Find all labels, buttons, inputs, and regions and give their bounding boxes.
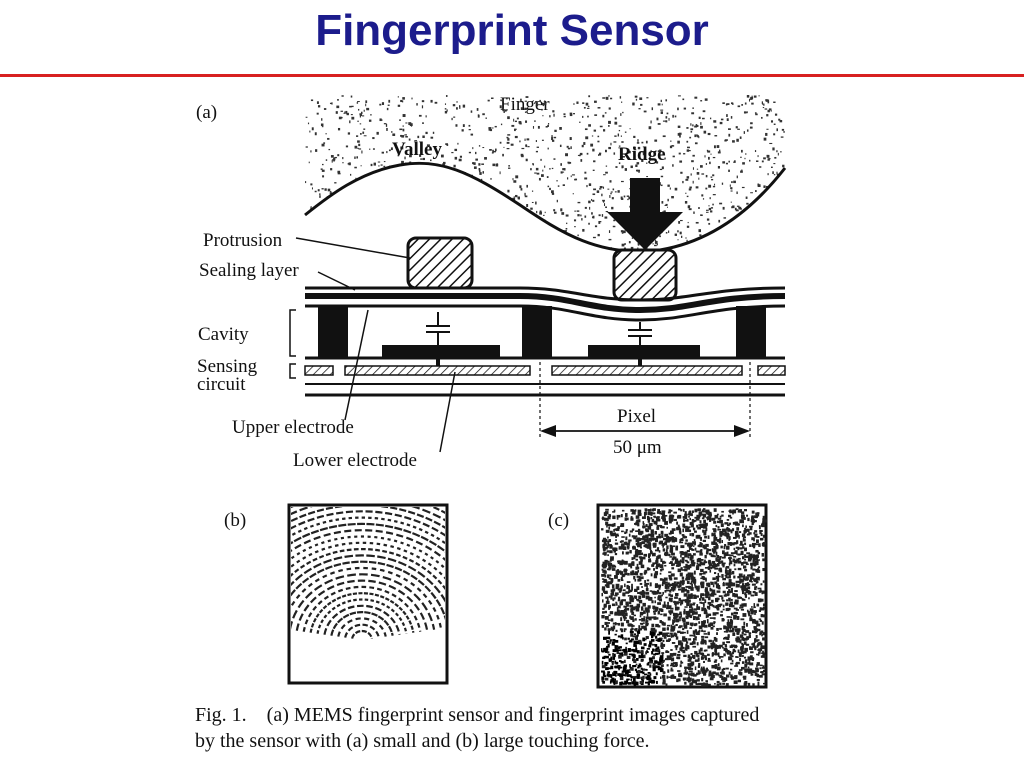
membrane	[305, 293, 786, 314]
panel-b-label: (b)	[224, 510, 246, 531]
fingerprint-noise-c	[601, 508, 767, 687]
lower-electrode	[757, 365, 786, 376]
upper-electrode-right	[588, 345, 700, 357]
lower-electrode-label: Lower electrode	[293, 450, 417, 471]
lower-electrode	[344, 365, 531, 376]
finger-stipple	[305, 95, 785, 252]
finger-label: Finger	[500, 94, 550, 115]
lower-electrode	[304, 365, 334, 376]
title-divider	[0, 74, 1024, 77]
upper-electrode-label: Upper electrode	[232, 417, 354, 438]
panel-c-label: (c)	[548, 510, 569, 531]
membrane-bottom	[305, 304, 786, 322]
capacitor-left	[426, 312, 450, 346]
circuit-label: circuit	[197, 374, 246, 395]
pixel-size-label: 50 μm	[613, 437, 662, 458]
sensing-label: Sensing	[197, 356, 258, 377]
pillar	[318, 306, 348, 358]
lower-electrode	[551, 365, 743, 376]
sealing-layer-label: Sealing layer	[199, 260, 299, 281]
pillar	[522, 306, 552, 358]
valley-label: Valley	[392, 139, 442, 160]
finger-outline	[304, 161, 787, 253]
panel-a-label: (a)	[196, 102, 217, 123]
protrusion-label: Protrusion	[203, 230, 283, 251]
capacitor-right	[628, 322, 652, 346]
figure-caption: Fig. 1. (a) MEMS fingerprint sensor and …	[195, 702, 875, 754]
upper-electrode-left	[382, 345, 500, 357]
fingerprint-ridges-b	[291, 507, 445, 639]
pillar	[736, 306, 766, 358]
ridge-label: Ridge	[618, 144, 666, 165]
slide-title: Fingerprint Sensor	[315, 6, 709, 55]
protrusion-right	[612, 248, 678, 302]
caption-line-1: Fig. 1. (a) MEMS fingerprint sensor and …	[195, 704, 760, 726]
sealing-layer	[305, 286, 786, 302]
cavity-label: Cavity	[198, 324, 249, 345]
caption-line-2: by the sensor with (a) small and (b) lar…	[195, 730, 650, 752]
protrusion-left	[406, 236, 474, 290]
fingerprint-image-b	[287, 503, 449, 685]
pixel-label: Pixel	[617, 406, 656, 427]
pressure-arrow	[607, 178, 683, 250]
